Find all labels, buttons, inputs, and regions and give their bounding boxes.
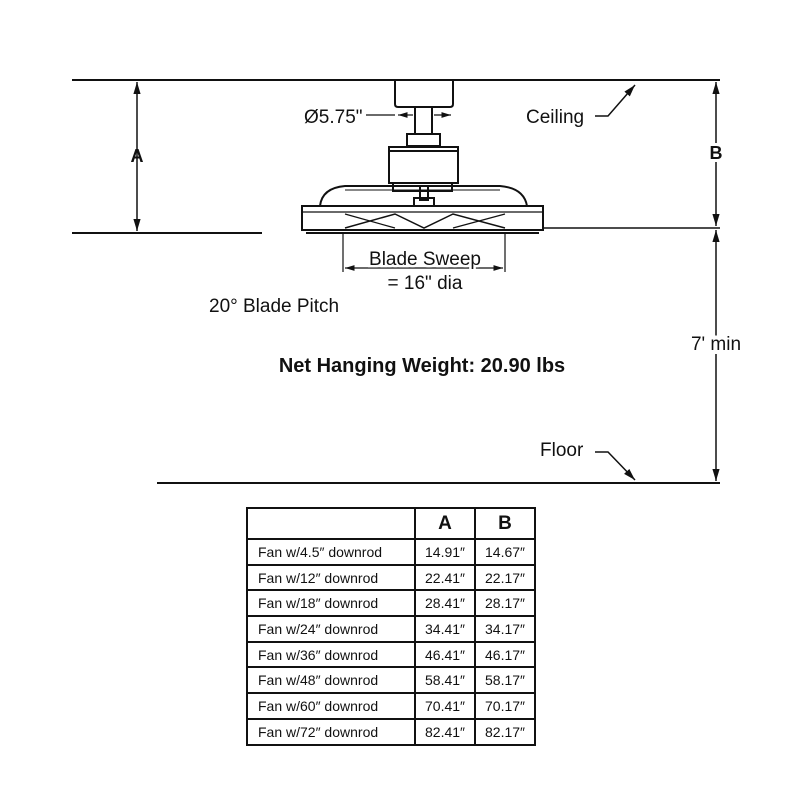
value-a: 22.41″ [414,563,476,592]
blade-sweep-label: Blade Sweep [369,249,481,270]
fan-icon [301,80,544,234]
row-label: Fan w/12″ downrod [246,563,416,592]
dim-a-label: A [131,146,144,166]
value-b: 82.17″ [474,717,536,746]
floor-leader [595,451,636,481]
value-a: 58.41″ [414,666,476,695]
value-a: 70.41″ [414,692,476,720]
min-height-label: 7' min [691,334,741,355]
value-b: 46.17″ [474,640,536,669]
value-b: 28.17″ [474,589,536,618]
canopy-diameter-label: Ø5.75" [304,107,363,128]
row-label: Fan w/48″ downrod [246,666,416,695]
value-b: 14.67″ [474,538,536,566]
value-b: 22.17″ [474,563,536,592]
value-b: 58.17″ [474,666,536,695]
row-label: Fan w/4.5″ downrod [246,538,416,566]
header-b: B [474,507,536,540]
value-b: 34.17″ [474,615,536,643]
row-label: Fan w/60″ downrod [246,692,416,720]
ceiling-leader [595,84,636,117]
row-label: Fan w/18″ downrod [246,589,416,618]
header-blank [246,507,416,540]
value-a: 14.91″ [414,538,476,566]
table-header: A B [246,507,536,540]
row-label: Fan w/24″ downrod [246,615,416,643]
value-a: 34.41″ [414,615,476,643]
value-b: 70.17″ [474,692,536,720]
dim-b-label: B [710,143,723,163]
value-a: 28.41″ [414,589,476,618]
floor-label: Floor [540,440,584,461]
row-label: Fan w/72″ downrod [246,717,416,746]
net-weight-label: Net Hanging Weight: 20.90 lbs [279,355,565,377]
blade-sweep-value: = 16" dia [388,273,463,294]
header-a: A [414,507,476,540]
row-label: Fan w/36″ downrod [246,640,416,669]
value-a: 46.41″ [414,640,476,669]
blade-pitch-label: 20° Blade Pitch [209,296,339,317]
ceiling-label: Ceiling [526,107,584,128]
value-a: 82.41″ [414,717,476,746]
